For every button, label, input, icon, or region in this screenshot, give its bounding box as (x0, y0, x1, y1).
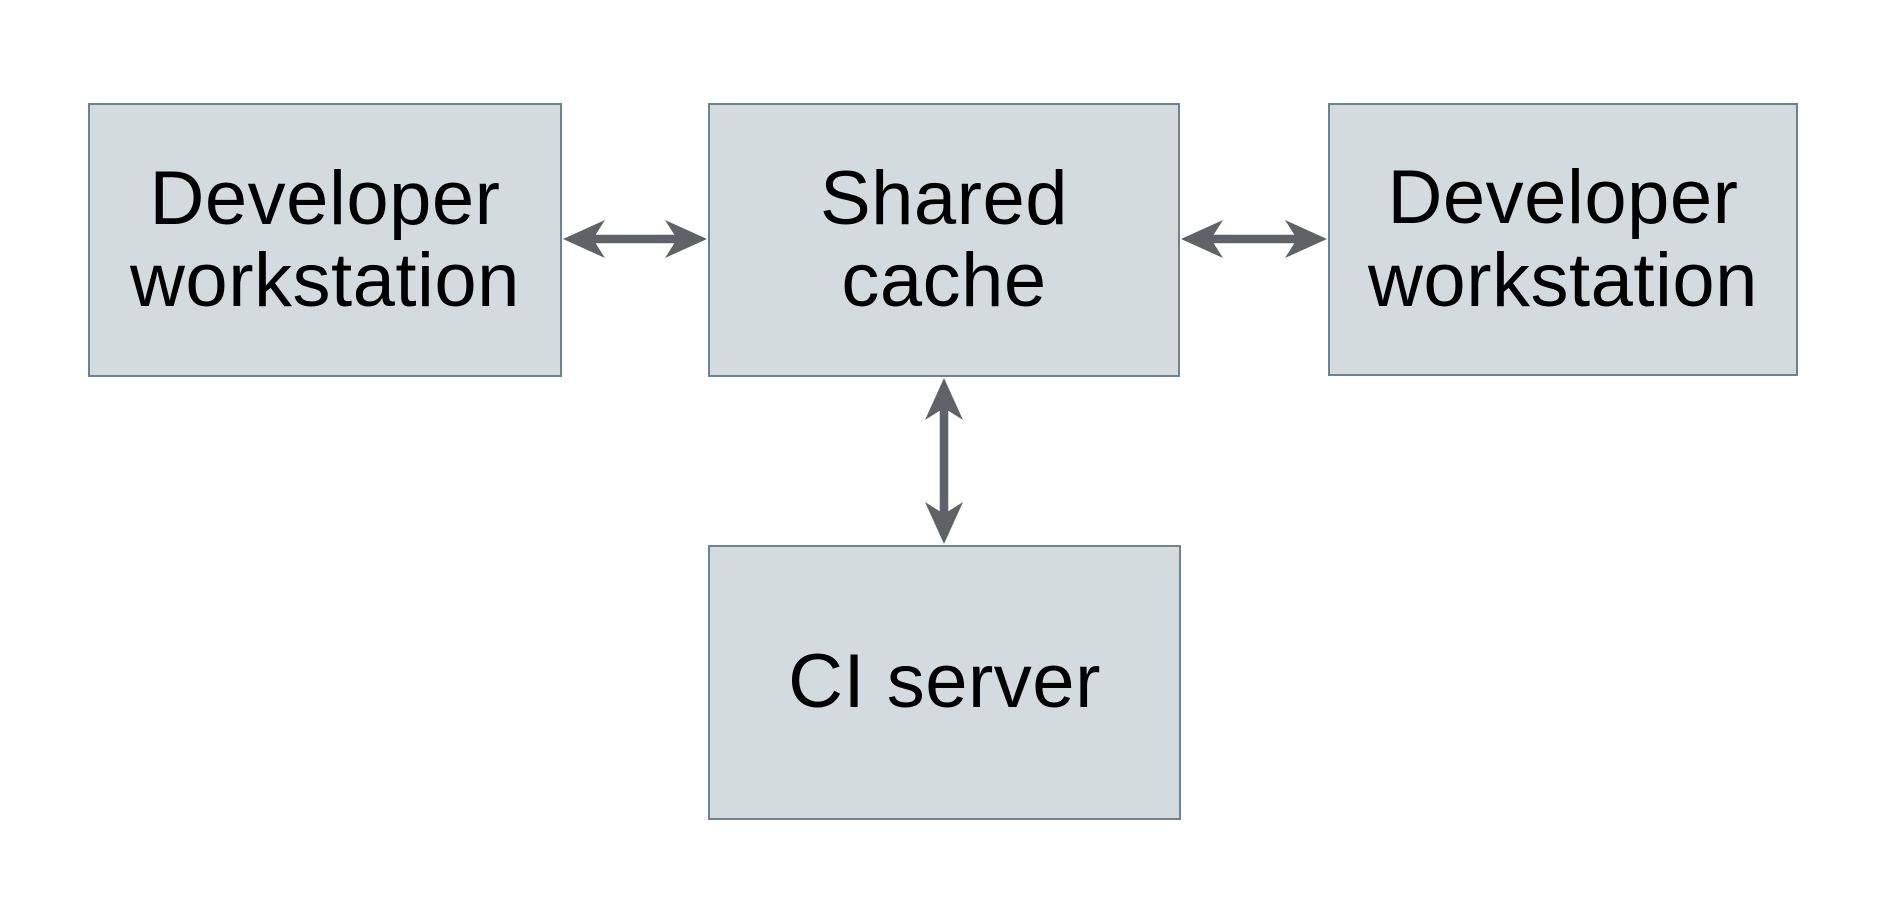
arrowhead-left-icon (1181, 220, 1223, 258)
arrow-left-workstation-shared-cache (563, 220, 707, 258)
node-label-developer-workstation-left: Developer workstation (130, 155, 520, 323)
node-developer-workstation-left: Developer workstation (88, 103, 562, 377)
arrowhead-right-icon (665, 220, 707, 258)
node-developer-workstation-right: Developer workstation (1328, 103, 1798, 376)
node-label-developer-workstation-right: Developer workstation (1368, 155, 1758, 323)
arrow-shared-cache-ci-server (925, 378, 963, 544)
arrowhead-right-icon (1285, 220, 1327, 258)
arrowhead-left-icon (563, 220, 605, 258)
node-label-ci-server: CI server (788, 639, 1101, 725)
arrowhead-down-icon (925, 502, 963, 544)
arrowhead-up-icon (925, 378, 963, 420)
arrow-shared-cache-right-workstation (1181, 220, 1327, 258)
node-label-shared-cache: Shared cache (819, 155, 1069, 323)
node-shared-cache: Shared cache (708, 103, 1180, 377)
node-ci-server: CI server (708, 545, 1181, 820)
